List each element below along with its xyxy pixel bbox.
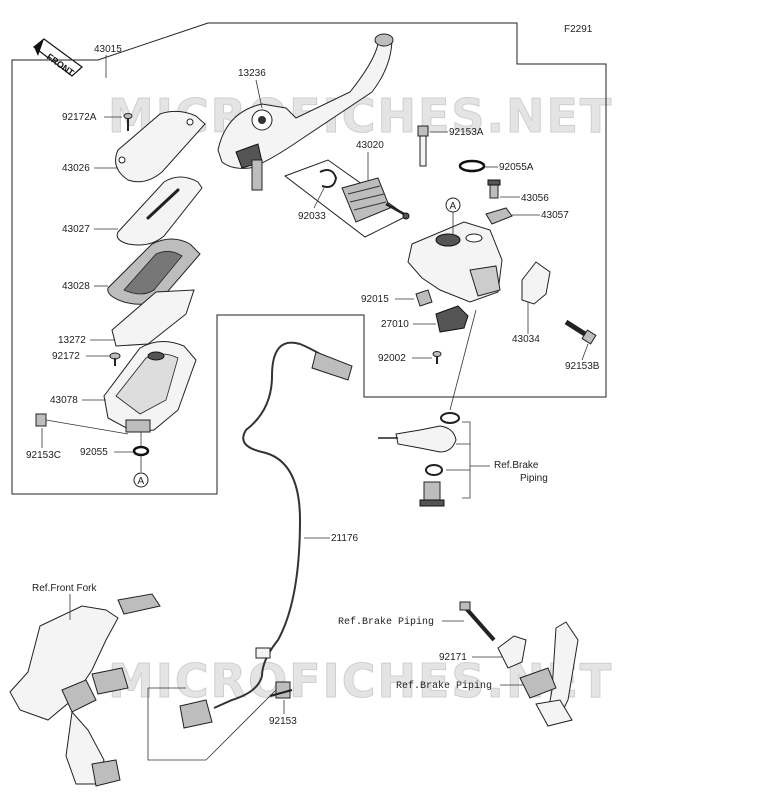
- master-cylinder-frame: [11, 22, 607, 495]
- label-92153A: 92153A: [449, 127, 484, 138]
- nut-92015: [415, 289, 433, 307]
- ref-brake-piping-2: Ref.Brake Piping: [338, 616, 434, 628]
- label-43027: 43027: [62, 224, 90, 235]
- label-92002: 92002: [378, 353, 406, 364]
- label-92171: 92171: [439, 652, 467, 663]
- bolt-92153B: [564, 319, 597, 345]
- o-ring-92055: [132, 445, 150, 457]
- bleeder-cap-43057: [485, 207, 513, 225]
- screw-92172: [109, 352, 121, 366]
- brake-lever: [217, 33, 394, 191]
- label-43056: 43056: [521, 193, 549, 204]
- front-arrow-icon: FRONT: [33, 38, 83, 78]
- label-92172A: 92172A: [62, 112, 97, 123]
- bleeder-valve-43056: [487, 179, 501, 199]
- sensor-cable-21176: [179, 341, 353, 729]
- master-cylinder-unit: [407, 221, 503, 303]
- figure-code: F2291: [564, 24, 593, 35]
- label-43028: 43028: [62, 281, 90, 292]
- label-13236: 13236: [238, 68, 266, 79]
- ref-brake-piping-1b: Piping: [520, 473, 548, 484]
- label-92033: 92033: [298, 211, 326, 222]
- label-92172: 92172: [52, 351, 80, 362]
- diaphragm-plate: [116, 176, 203, 246]
- bolt-92153A: [417, 125, 429, 167]
- ref-a-left-label: A: [138, 476, 145, 487]
- label-21176: 21176: [331, 533, 359, 544]
- bolt-92153C: [35, 413, 129, 435]
- label-27010: 27010: [381, 319, 409, 330]
- label-13272: 13272: [58, 335, 86, 346]
- label-43078: 43078: [50, 395, 78, 406]
- ref-front-fork: Ref.Front Fork: [32, 583, 97, 594]
- brake-hose-fitting: [378, 412, 460, 507]
- label-92015: 92015: [361, 294, 389, 305]
- label-92055: 92055: [80, 447, 108, 458]
- o-ring-92055A: [458, 159, 486, 173]
- ref-brake-piping-1: Ref.Brake: [494, 460, 539, 471]
- label-92153: 92153: [269, 716, 297, 727]
- float-plate: [111, 289, 195, 347]
- bolt-92153: [269, 681, 293, 699]
- circlip-92033: [319, 169, 338, 188]
- label-43057: 43057: [541, 210, 569, 221]
- caliper-bracket-group: [459, 601, 579, 727]
- label-43034: 43034: [512, 334, 540, 345]
- label-43015: 43015: [94, 44, 122, 55]
- ref-circle-a-left: [133, 472, 149, 488]
- label-43020: 43020: [356, 140, 384, 151]
- screw-92002: [432, 351, 442, 364]
- label-43026: 43026: [62, 163, 90, 174]
- screw-92172A: [123, 113, 133, 131]
- label-92153C: 92153C: [26, 450, 61, 461]
- push-rod-assembly: [341, 177, 410, 223]
- ref-a-right-label: A: [450, 201, 457, 212]
- brake-switch-27010: [435, 305, 469, 333]
- label-92153B: 92153B: [565, 361, 600, 372]
- clamp-43034: [521, 261, 551, 305]
- ref-brake-piping-3: Ref.Brake Piping: [396, 680, 492, 692]
- front-fork-bracket: [9, 593, 161, 787]
- label-92055A: 92055A: [499, 162, 534, 173]
